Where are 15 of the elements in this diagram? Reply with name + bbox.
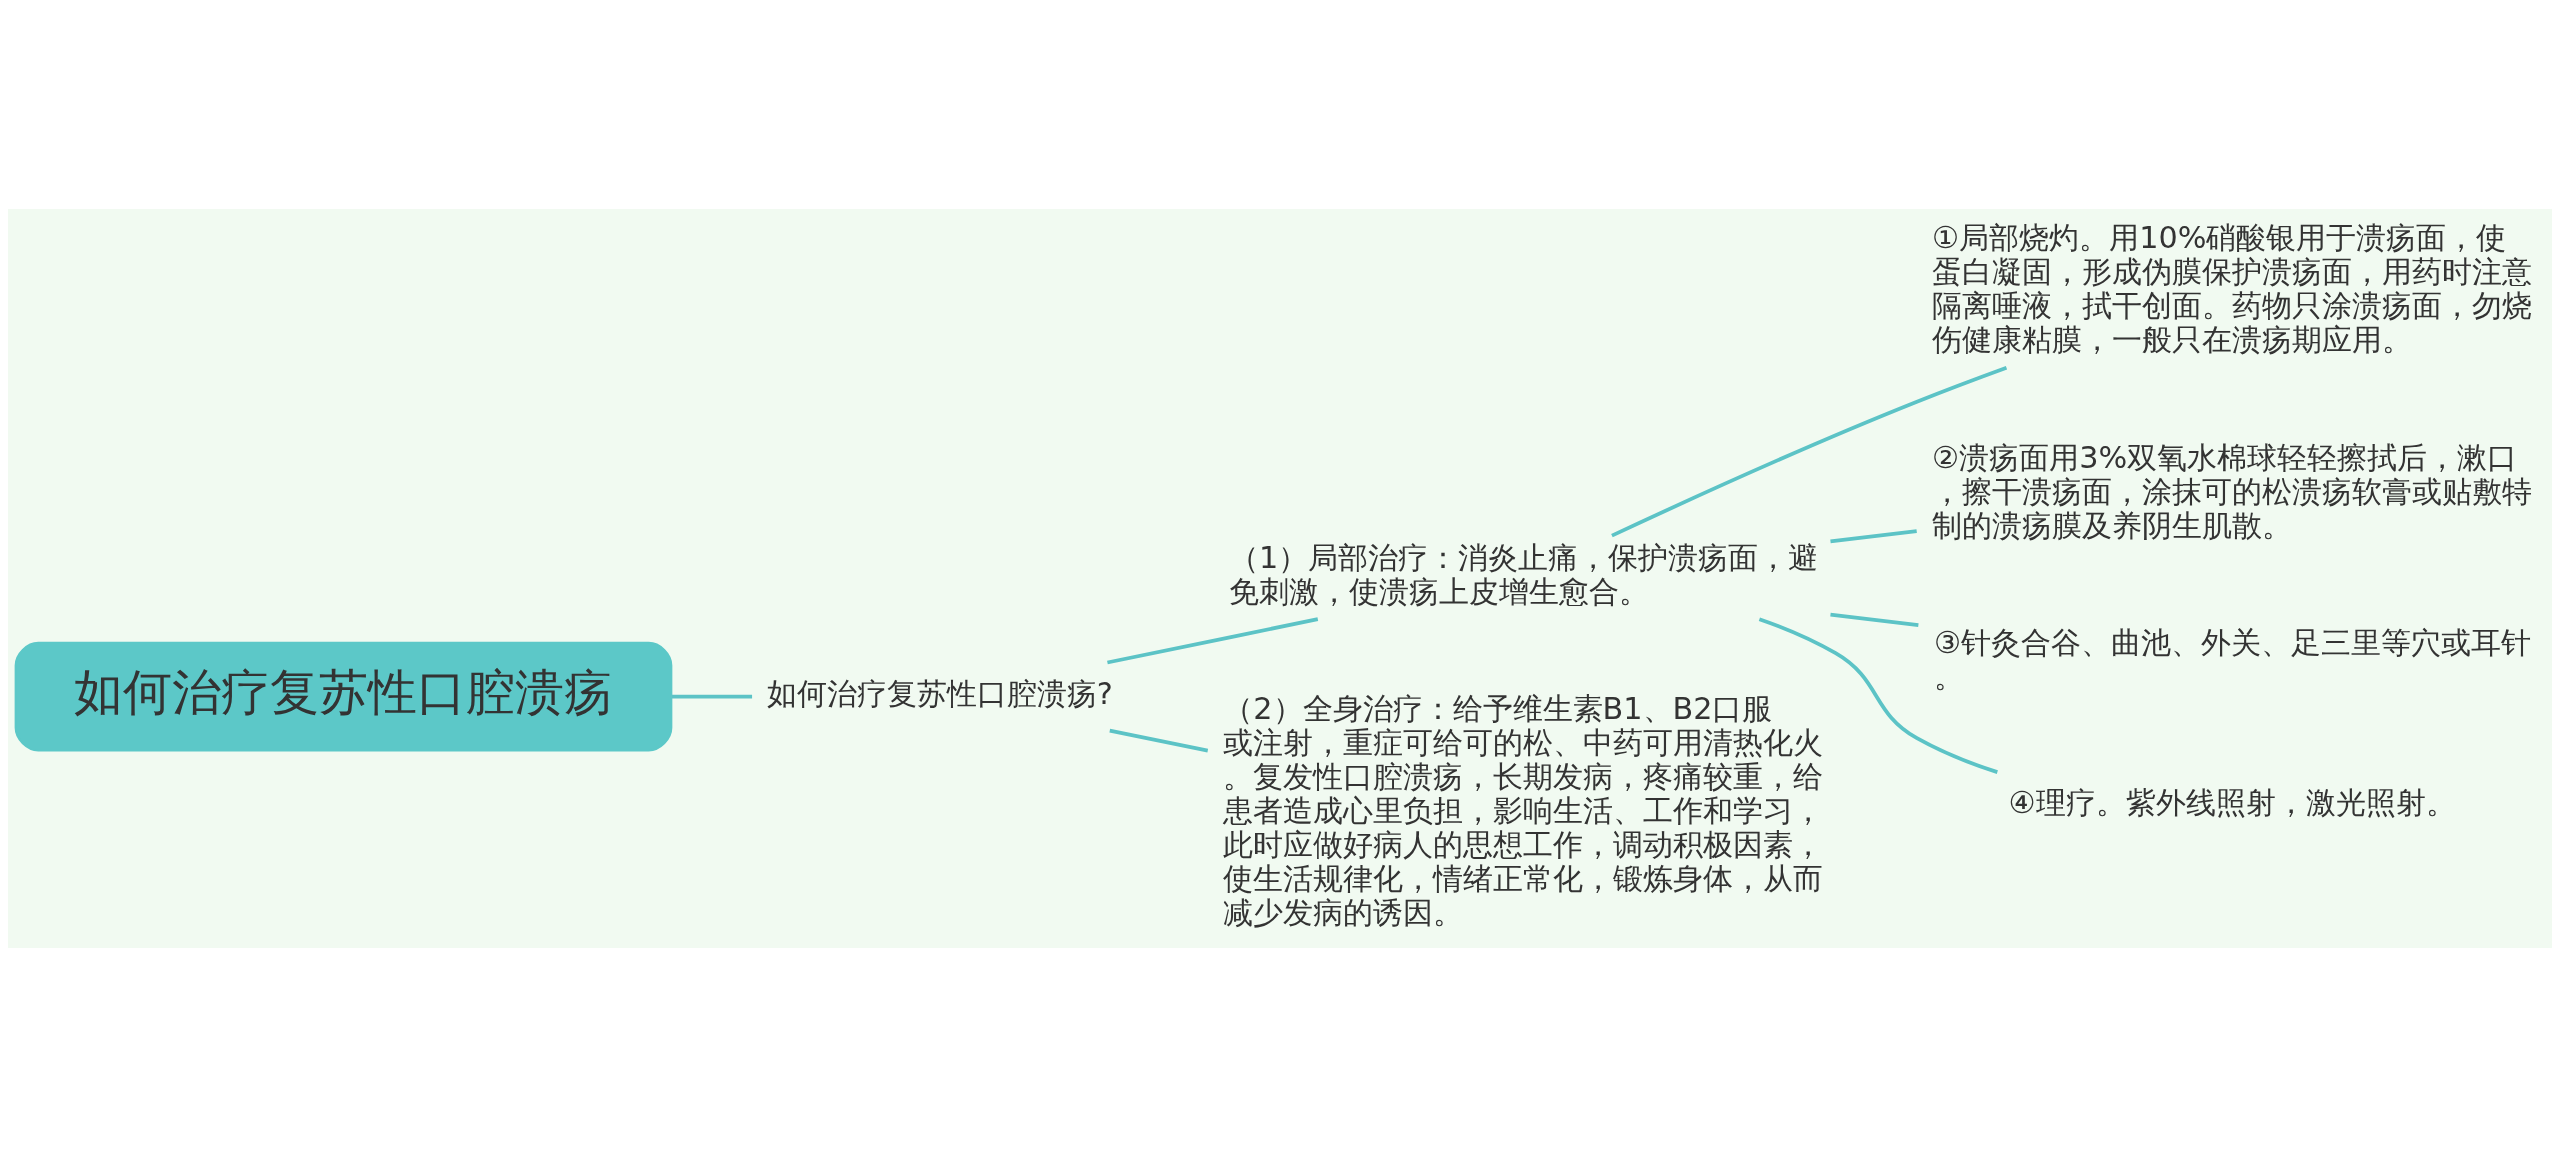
node-text: （2）全身治疗：给予维生素B1、B2口服或注射，重症可给可的松、中药可用清热化火。复发性口腔溃疡，长期发病，疼痛较重，给患者造成心里负担，影响生活、工作和学习，此时应做好病人的思想工作，调动积极因素，使生活规律化，情绪正常化，锻炼身体，从而减少发病的诱因。 [1223,690,1824,930]
node-text: ②溃疡面用3%双氧水棉球轻轻擦拭后，漱口，擦干溃疡面，涂抹可的松溃疡软膏或贴敷特制的溃疡膜及养阴生肌散。 [1932,439,2533,543]
connector [1758,616,1998,774]
connector [1107,616,1319,664]
connector [1830,528,1917,543]
node-text: ④理疗。紫外线照射，激光照射。 [2008,784,2456,820]
node-text: ③针灸合谷、曲池、外关、足三里等穴或耳针。 [1933,624,2532,694]
node-text: （1）局部治疗：消炎止痛，保护溃疡面，避免刺激，使溃疡上皮增生愈合。 [1228,539,1819,609]
node-text: ①局部烧灼。用10%硝酸银用于溃疡面，使蛋白凝固，形成伪膜保护溃疡面，用药时注意隔离唾液，拭干创面。药物只涂溃疡面，勿烧伤健康粘膜，一般只在溃疡期应用。 [1932,219,2533,357]
connector [1109,728,1209,752]
connector [672,694,753,698]
connector [1611,365,2008,537]
node-box: 如何治疗复苏性口腔溃疡 [14,641,673,751]
node-text: 如何治疗复苏性口腔溃疡? [766,675,1113,711]
connector [1830,612,1919,627]
